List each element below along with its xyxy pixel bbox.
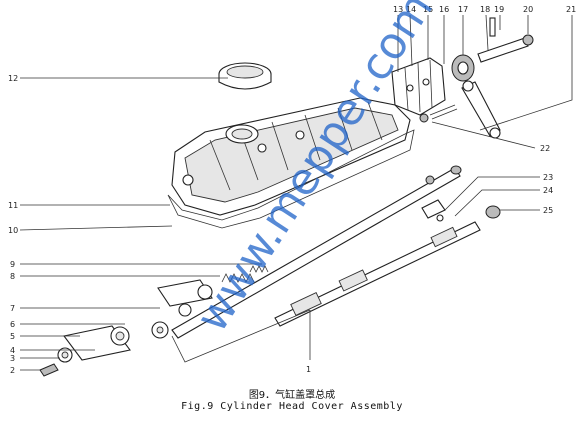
- callout-21: 21: [566, 5, 576, 14]
- callout-24: 24: [543, 186, 553, 195]
- callout-5: 5: [10, 332, 15, 341]
- decompression-lever: [461, 80, 501, 139]
- callout-14: 14: [406, 5, 416, 14]
- callout-7: 7: [10, 304, 15, 313]
- callout-16: 16: [439, 5, 449, 14]
- callout-2: 2: [10, 366, 15, 375]
- decompression-shaft: [274, 205, 501, 327]
- figure-caption-chinese: 图9．气缸盖罩总成: [248, 390, 336, 401]
- cover-gasket: [167, 129, 415, 229]
- callout-11: 11: [8, 201, 18, 210]
- callout-19: 19: [494, 5, 504, 14]
- figure-caption-english: Fig.9 Cylinder Head Cover Assembly: [181, 401, 403, 412]
- callout-20: 20: [523, 5, 533, 14]
- control-shaft: [477, 17, 534, 63]
- callout-15: 15: [423, 5, 433, 14]
- callout-9: 9: [10, 260, 15, 269]
- rocker-arm-cluster: [39, 279, 213, 377]
- callout-22: 22: [540, 144, 550, 153]
- callout-13: 13: [393, 5, 403, 14]
- rocker-springs: [221, 265, 269, 283]
- screw: [419, 104, 458, 123]
- rocker-shaft: [171, 165, 462, 339]
- callout-18: 18: [480, 5, 490, 14]
- callout-17: 17: [458, 5, 468, 14]
- callout-labels: 12 11 10 9 8 7 6 5 4 3 2 13 14 15 16 17 …: [8, 5, 576, 375]
- callout-25: 25: [543, 206, 553, 215]
- callout-8: 8: [10, 272, 15, 281]
- rear-bracket-assembly: [391, 57, 446, 116]
- callout-10: 10: [8, 226, 18, 235]
- callout-4: 4: [10, 346, 15, 355]
- cylinder-head-cover: [171, 97, 411, 216]
- callout-6: 6: [10, 320, 15, 329]
- oil-filler-cap: [218, 62, 272, 90]
- callout-3: 3: [10, 354, 15, 363]
- callout-1: 1: [306, 365, 311, 374]
- callout-12: 12: [8, 74, 18, 83]
- callout-23: 23: [543, 173, 553, 182]
- decompression-gear: [451, 54, 475, 82]
- leader-lines: [19, 14, 573, 371]
